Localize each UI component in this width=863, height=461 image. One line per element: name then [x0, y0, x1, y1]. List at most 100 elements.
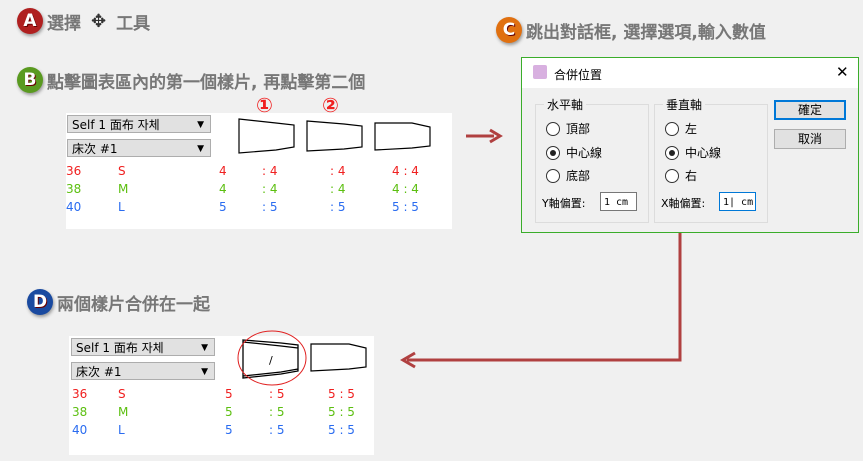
arrow-right-icon — [466, 128, 503, 144]
step-a-heading: A 選擇 ✥ 工具 — [17, 8, 150, 34]
step-c-heading: C 跳出對話框, 選擇選項,輸入數值 — [496, 17, 766, 43]
size-name: M — [118, 405, 129, 419]
dropdown-arrow-icon: ▼ — [201, 367, 208, 377]
pattern-pieces — [238, 118, 431, 154]
close-icon[interactable]: ✕ — [836, 63, 849, 81]
step-c-badge: C — [496, 17, 522, 43]
pattern-piece-3 — [374, 122, 431, 151]
move-tool-icon: ✥ — [91, 10, 107, 32]
fabric-select[interactable]: Self 1 面布 자체 ▼ — [67, 115, 211, 133]
pattern-piece-1 — [238, 118, 295, 154]
ratio-value: : 5 — [269, 405, 285, 419]
radio-label: 中心線 — [566, 146, 603, 160]
layer-select[interactable]: 床次 #1 ▼ — [71, 362, 215, 380]
merge-position-dialog: 合併位置 ✕ 水平軸 頂部 中心線 底部 Y軸偏置: 1 cm 垂直軸 左 中心… — [521, 57, 859, 233]
step-d-heading: D 兩個樣片合併在一起 — [27, 289, 210, 315]
radio-label: 底部 — [566, 169, 591, 183]
ratio-value: 5 : 5 — [328, 423, 355, 437]
size-number: 40 — [72, 423, 88, 437]
radio-label: 右 — [685, 169, 698, 183]
ratio-value: : 5 — [269, 387, 285, 401]
y-offset-label: Y軸偏置: — [542, 197, 586, 210]
ok-button[interactable]: 確定 — [774, 100, 846, 120]
layer-select-value: 床次 #1 — [76, 365, 122, 379]
radio-label: 頂部 — [566, 122, 591, 136]
step-b-badge: B — [17, 67, 43, 93]
step-b-text: 點擊圖表區內的第一個樣片, 再點擊第二個 — [47, 72, 366, 93]
ratio-value: : 5 — [262, 200, 278, 214]
fabric-select-value: Self 1 面布 자체 — [76, 341, 164, 355]
radio-bottom[interactable]: 底部 — [546, 167, 590, 184]
size-number: 38 — [66, 182, 82, 196]
horizontal-axis-group: 水平軸 頂部 中心線 底部 Y軸偏置: 1 cm — [535, 96, 649, 223]
step-a-badge: A — [17, 8, 43, 34]
marker-panel-before: Self 1 面布 자체 ▼ 床次 #1 ▼ ① ② 36 S 4 : 4 : 4 4 : 4… — [66, 93, 452, 229]
ratio-value: 5 : 5 — [328, 405, 355, 419]
vertical-legend: 垂直軸 — [663, 96, 706, 113]
highlight-circle — [237, 330, 307, 386]
size-name: L — [118, 200, 125, 214]
radio-label: 中心線 — [685, 146, 722, 160]
horizontal-legend: 水平軸 — [544, 96, 587, 113]
radio-right[interactable]: 右 — [665, 167, 697, 184]
merged-pattern-piece — [242, 339, 299, 379]
step-a-text: 選擇 — [47, 13, 81, 34]
size-number: 38 — [72, 405, 88, 419]
size-name: M — [118, 182, 129, 196]
layer-select[interactable]: 床次 #1 ▼ — [67, 139, 211, 157]
radio-label: 左 — [685, 122, 698, 136]
dropdown-arrow-icon: ▼ — [201, 343, 208, 353]
ratio-value: 5 : 5 — [392, 200, 419, 214]
ratio-value: : 5 — [330, 200, 346, 214]
arrow-down-left-icon — [400, 233, 682, 369]
ratio-value: 4 — [219, 164, 227, 178]
y-offset-input[interactable]: 1 cm — [600, 192, 637, 211]
radio-h-center[interactable]: 中心線 — [546, 144, 602, 161]
app-icon — [533, 65, 547, 79]
step-a-text-after: 工具 — [116, 13, 151, 34]
marker-panel-after: Self 1 面布 자체 ▼ 床次 #1 ▼ / 36 S 5 : 5 5 : 5 38 M 5:… — [69, 330, 374, 455]
radio-v-center[interactable]: 中心線 — [665, 144, 721, 161]
ratio-value: 4 : 4 — [392, 164, 419, 178]
size-name: L — [118, 423, 125, 437]
radio-left[interactable]: 左 — [665, 120, 697, 137]
pattern-piece-2 — [306, 120, 363, 152]
ratio-value: 5 — [225, 405, 233, 419]
ratio-value: : 4 — [330, 164, 346, 178]
vertical-axis-group: 垂直軸 左 中心線 右 X軸偏置: 1| cm — [654, 96, 768, 223]
ratio-value: : 4 — [262, 164, 278, 178]
x-offset-label: X軸偏置: — [661, 197, 706, 210]
ratio-value: : 4 — [262, 182, 278, 196]
ratio-value: 5 : 5 — [328, 387, 355, 401]
marker-2: ② — [322, 93, 339, 117]
fabric-select-value: Self 1 面布 자체 — [72, 118, 160, 132]
marker-1: ① — [256, 93, 273, 117]
ratio-value: 5 — [225, 423, 233, 437]
step-b-heading: B 點擊圖表區內的第一個樣片, 再點擊第二個 — [17, 67, 365, 93]
size-name: S — [118, 387, 126, 401]
step-d-text: 兩個樣片合併在一起 — [57, 294, 210, 315]
size-number: 36 — [66, 164, 82, 178]
ratio-value: : 4 — [330, 182, 346, 196]
pattern-piece-3 — [310, 343, 367, 372]
step-c-text: 跳出對話框, 選擇選項,輸入數值 — [526, 22, 766, 43]
cancel-button[interactable]: 取消 — [774, 129, 846, 149]
dropdown-arrow-icon: ▼ — [197, 144, 204, 154]
ratio-value: : 5 — [269, 423, 285, 437]
radio-top[interactable]: 頂部 — [546, 120, 590, 137]
size-number: 36 — [72, 387, 88, 401]
fabric-select[interactable]: Self 1 面布 자체 ▼ — [71, 338, 215, 356]
ratio-value: 5 — [225, 387, 233, 401]
x-offset-input[interactable]: 1| cm — [719, 192, 756, 211]
layer-select-value: 床次 #1 — [72, 142, 118, 156]
size-number: 40 — [66, 200, 82, 214]
ratio-value: 4 : 4 — [392, 182, 419, 196]
merged-mark: / — [269, 354, 273, 367]
ratio-value: 5 — [219, 200, 227, 214]
merged-pattern-pieces — [237, 330, 367, 386]
size-name: S — [118, 164, 126, 178]
ratio-value: 4 — [219, 182, 227, 196]
step-d-badge: D — [27, 289, 53, 315]
dialog-title: 合併位置 — [554, 68, 603, 82]
dropdown-arrow-icon: ▼ — [197, 120, 204, 130]
